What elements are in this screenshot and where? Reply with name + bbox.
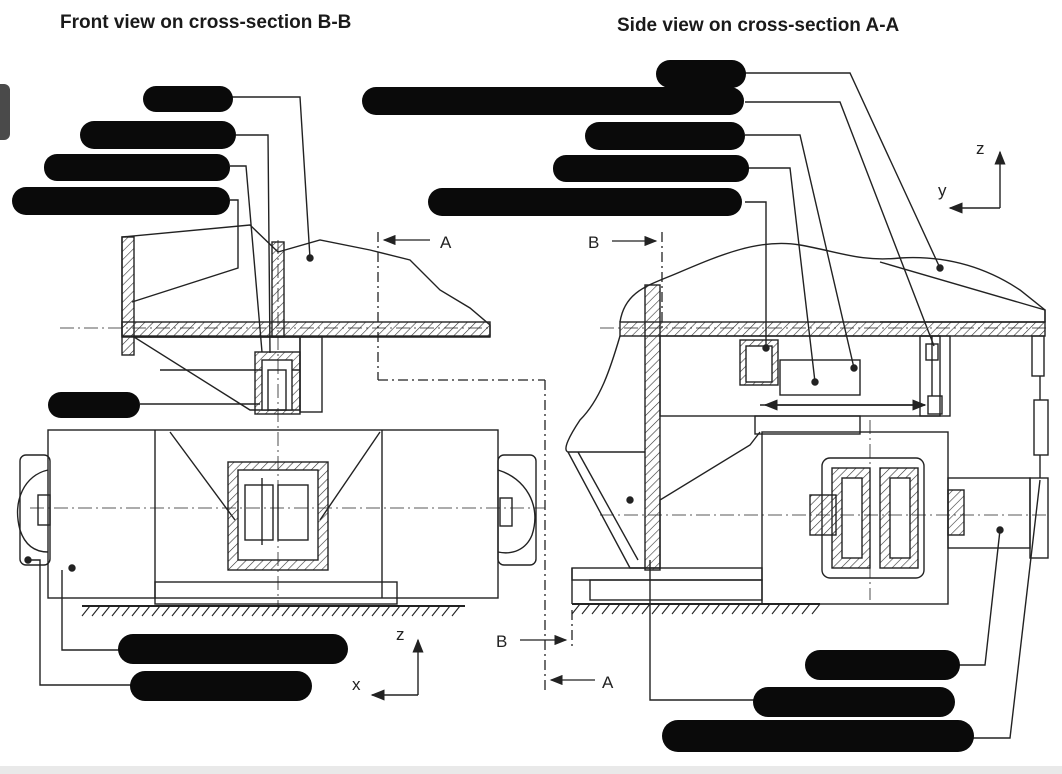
redaction-bar [553,155,749,182]
redaction-bar [48,392,140,418]
redaction-bar [362,87,744,115]
front-axis-x-label: x [352,675,361,694]
redaction-bar [143,86,233,112]
section-line-a [377,232,595,690]
side-upper-plate [619,321,1046,337]
front-axis-z-label: z [396,625,405,644]
side-chute [567,431,761,569]
redaction-bar [130,671,312,701]
front-view-title: Front view on cross-section B-B [60,12,352,33]
front-right-wheel-frame [497,454,537,566]
redaction-bar [44,154,230,181]
front-ground-hatch [81,605,461,617]
front-upper-plate [121,321,491,337]
redactions [12,60,974,752]
front-axes [370,638,424,701]
side-left-wall [644,284,661,571]
side-upper-housing [619,242,1046,323]
redaction-bar [80,121,236,149]
section-line-b [520,232,663,650]
side-axis-z-label: z [976,139,985,158]
section-label-b-bottom: B [496,632,507,651]
section-label-a-top: A [440,233,452,252]
side-tab-handle[interactable] [0,84,10,140]
side-ground-hatch [571,603,821,615]
section-label-a-bottom: A [602,673,614,692]
front-base [154,581,398,605]
redaction-bar [12,187,230,215]
section-label-b-top: B [588,233,599,252]
bottom-border [0,766,1062,774]
front-upper-housing [121,224,491,338]
side-view-title: Side view on cross-section A-A [617,15,900,36]
redaction-bar [805,650,960,680]
side-axis-y-label: y [938,181,947,200]
redaction-bar [428,188,742,216]
front-left-wall [121,236,135,356]
side-view [565,72,1050,739]
redaction-bar [656,60,746,88]
front-view [16,96,545,686]
redaction-bar [585,122,745,150]
redaction-bar [662,720,974,752]
redaction-bar [118,634,348,664]
redaction-bar [753,687,955,717]
side-axes [948,150,1006,214]
